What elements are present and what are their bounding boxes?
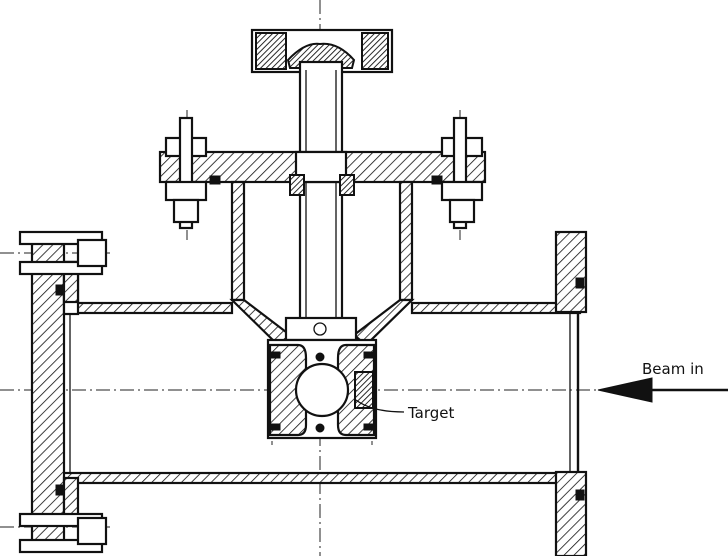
beam-in-arrow: [597, 377, 728, 403]
target-holder: [266, 316, 378, 440]
left-flange-bolts: [18, 230, 108, 554]
target-leader-line: [355, 399, 405, 413]
right-flange: [554, 230, 588, 556]
cover-bolt-left: [164, 116, 208, 230]
left-flange: [30, 236, 80, 544]
cover-bolt-right: [440, 116, 484, 230]
top-cover-flange: [158, 150, 487, 196]
target-label: Target: [407, 404, 455, 422]
beam-in-label: Beam in: [642, 360, 704, 378]
actuator-stem: [298, 60, 344, 322]
vertical-housing: [229, 180, 415, 347]
